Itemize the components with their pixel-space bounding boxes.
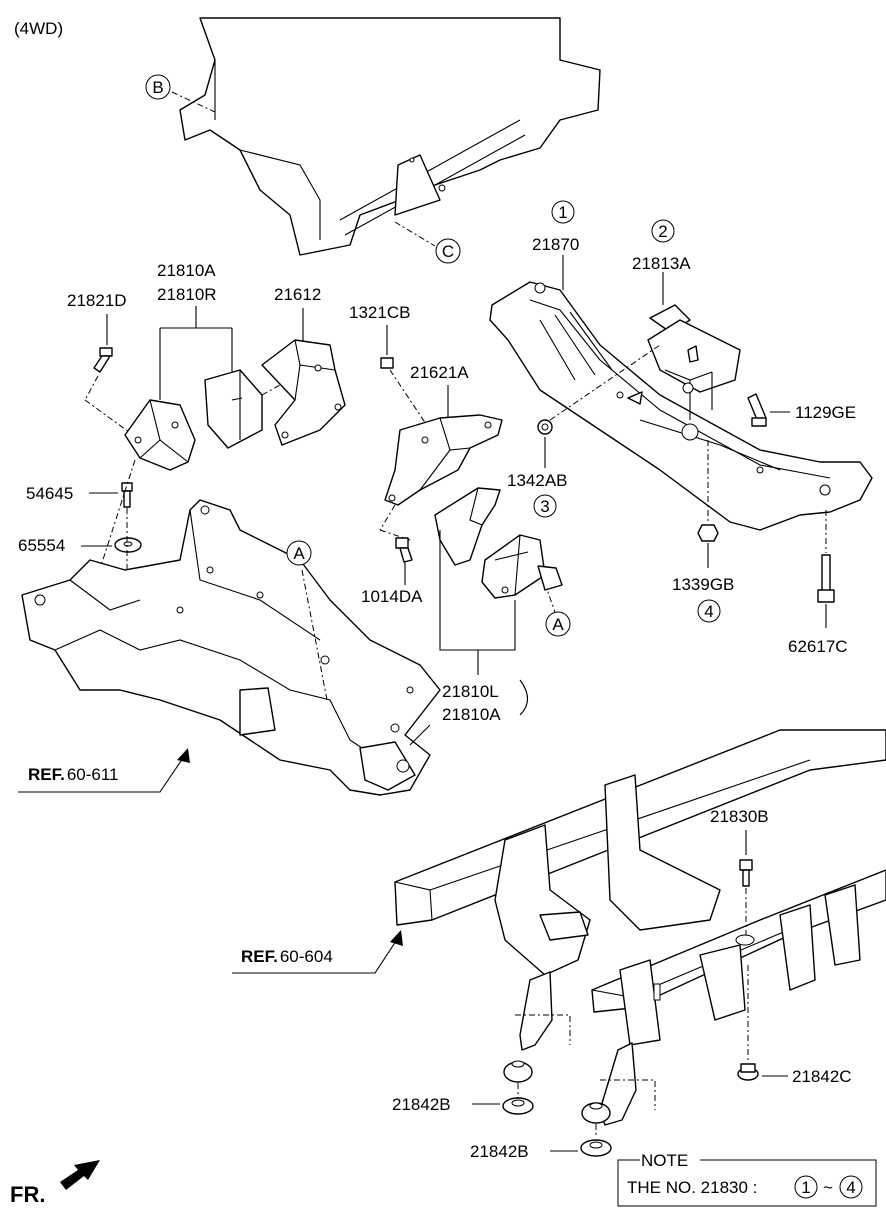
note-to: 4 xyxy=(846,1178,855,1197)
ref-60-611: REF.60-611 xyxy=(18,748,190,793)
bolt-54645 xyxy=(121,482,133,508)
callout-4: 4 xyxy=(697,599,721,623)
engine-mount-21810l xyxy=(434,487,563,599)
callout-b: B xyxy=(145,74,171,100)
label-1129ge: 1129GE xyxy=(795,403,856,422)
label-21810a: 21810A xyxy=(157,261,216,280)
callout-a-upper: A xyxy=(286,540,312,566)
mount-bracket-21813a xyxy=(647,304,741,420)
svg-text:REF.60-604: REF.60-604 xyxy=(241,947,333,966)
label-1014da: 1014DA xyxy=(361,587,423,606)
lower-bracket-right xyxy=(581,1042,656,1126)
pin-1321cb xyxy=(380,357,394,369)
variant-label: (4WD) xyxy=(14,19,63,38)
nut-21842c xyxy=(737,1063,759,1081)
svg-text:B: B xyxy=(152,78,163,97)
bushing-21842b-lower xyxy=(580,1139,612,1157)
note-from: 1 xyxy=(801,1178,810,1197)
ref-60-604: REF.60-604 xyxy=(232,930,403,974)
label-21810l: 21810L xyxy=(442,682,499,701)
svg-text:2: 2 xyxy=(658,222,667,241)
leader-b xyxy=(171,91,216,113)
label-21842b-lower: 21842B xyxy=(470,1142,529,1161)
svg-text:REF.60-611: REF.60-611 xyxy=(28,765,119,784)
note-box: NOTE THE NO. 21830 : 1 ~ 4 xyxy=(617,1151,877,1207)
label-21830b: 21830B xyxy=(710,807,769,826)
note-tilde: ~ xyxy=(823,1178,833,1197)
frame-60-604 xyxy=(394,729,886,1046)
callout-a-lower: A xyxy=(545,611,571,637)
transmission-housing xyxy=(179,17,601,256)
bolt-1014da xyxy=(395,537,413,563)
nut-1339gb xyxy=(697,524,719,542)
bracket-21810l xyxy=(439,530,516,675)
svg-text:1: 1 xyxy=(558,203,567,222)
label-1342ab: 1342AB xyxy=(507,471,568,490)
label-54645: 54645 xyxy=(26,484,73,503)
svg-text:3: 3 xyxy=(540,497,549,516)
callout-2: 2 xyxy=(651,219,675,243)
bracket-21621a xyxy=(384,414,503,506)
bracket-21810a xyxy=(159,306,233,400)
svg-text:C: C xyxy=(442,242,454,261)
bolt-62617c xyxy=(817,554,835,603)
lower-bracket-left xyxy=(503,971,571,1083)
label-21842b-upper: 21842B xyxy=(392,1095,451,1114)
svg-text:A: A xyxy=(552,615,564,634)
label-21842c: 21842C xyxy=(792,1067,852,1086)
leader-c xyxy=(394,221,436,247)
label-21810r: 21810R xyxy=(157,285,217,304)
crossmember-21870 xyxy=(489,281,873,531)
washer-65554 xyxy=(114,537,142,553)
label-1321cb: 1321CB xyxy=(349,303,410,322)
note-text: THE NO. 21830 : xyxy=(627,1178,757,1197)
label-65554: 65554 xyxy=(18,536,65,555)
note-title: NOTE xyxy=(641,1151,688,1170)
bolt-21830b xyxy=(739,859,753,887)
bolt-1129ge xyxy=(747,393,767,427)
callout-c: C xyxy=(435,238,461,264)
label-21621a: 21621A xyxy=(410,363,469,382)
label-21612: 21612 xyxy=(274,285,321,304)
label-1339gb: 1339GB xyxy=(672,575,734,594)
front-direction-indicator: FR. xyxy=(10,1160,100,1207)
label-21870: 21870 xyxy=(532,235,579,254)
callout-3: 3 xyxy=(533,494,557,518)
bracket-21612 xyxy=(261,339,346,446)
subframe-60-611 xyxy=(21,499,441,796)
front-arrow-icon xyxy=(60,1160,100,1190)
front-label: FR. xyxy=(10,1182,45,1207)
bolt-21821d xyxy=(93,347,113,373)
label-21810a-2: 21810A xyxy=(442,705,501,724)
bushing-21842b-upper xyxy=(502,1097,534,1115)
engine-mount-insulator xyxy=(124,369,263,471)
label-62617c: 62617C xyxy=(788,637,848,656)
label-21813a: 21813A xyxy=(632,254,691,273)
label-21821d: 21821D xyxy=(67,291,127,310)
svg-text:A: A xyxy=(293,544,305,563)
svg-text:4: 4 xyxy=(704,602,713,621)
callout-1: 1 xyxy=(551,200,575,224)
nut-1342ab xyxy=(537,419,553,435)
